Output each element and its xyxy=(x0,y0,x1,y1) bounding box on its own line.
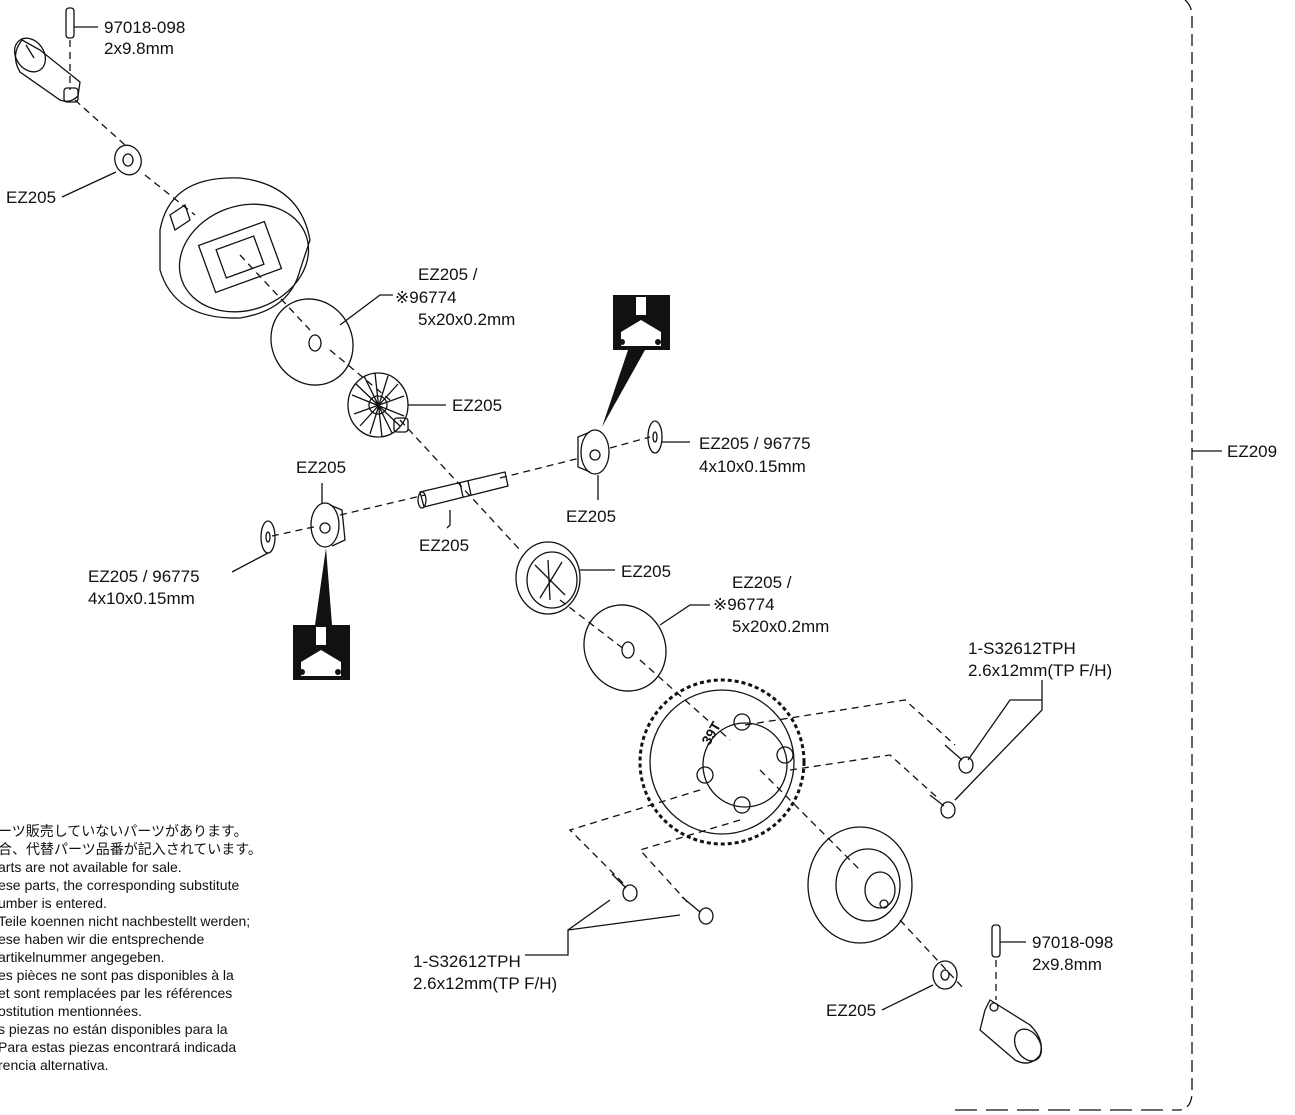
label-washer-left-part: EZ205 / 96775 xyxy=(88,567,200,586)
label-assembly: EZ209 xyxy=(1227,442,1278,461)
label-screw-right-part: 1-S32612TPH xyxy=(968,639,1076,658)
label-washer-top: EZ205 xyxy=(6,188,57,207)
label-shim-bottom-part: EZ205 / xyxy=(732,573,792,592)
label-pin-bottom: 97018-098 xyxy=(1032,933,1114,952)
ring-gear-teeth-label: 39T xyxy=(698,718,724,747)
note-line: artikelnummer angegeben. xyxy=(0,949,165,965)
label-washer-bottom: EZ205 xyxy=(826,1001,877,1020)
label-washer-right-size: 4x10x0.15mm xyxy=(699,457,806,476)
bevel-gear-top xyxy=(347,372,409,438)
label-bevel-gear-bottom: EZ205 xyxy=(621,562,672,581)
label-bevel-gear-top: EZ205 xyxy=(452,396,503,415)
label-screw-right-size: 2.6x12mm(TP F/H) xyxy=(968,661,1113,680)
screw-left-lower xyxy=(681,896,714,925)
washer-bottom xyxy=(932,960,958,990)
label-shim-top-size: 5x20x0.2mm xyxy=(418,310,516,329)
note-line: Teile koennen nicht nachbestellt werden; xyxy=(0,913,251,929)
screw-left-upper xyxy=(611,873,638,902)
note-line: arts are not available for sale. xyxy=(0,859,182,875)
label-pinion-left: EZ205 xyxy=(296,458,347,477)
pinion-gear-right xyxy=(577,429,610,475)
note-line: ostitution mentionnées. xyxy=(0,1003,142,1019)
pin-bottom xyxy=(991,924,1001,958)
cross-pin xyxy=(417,471,509,509)
note-line: 合、代替パーツ品番が記入されています。 xyxy=(0,841,262,857)
label-pin-top: 97018-098 xyxy=(104,18,186,37)
label-shim-bottom-alt: ※96774 xyxy=(713,595,775,614)
note-line: ese haben wir die entsprechende xyxy=(0,931,205,947)
leader-lines xyxy=(61,26,1043,1011)
label-washer-right-part: EZ205 / 96775 xyxy=(699,434,811,453)
output-cup-top xyxy=(13,37,81,103)
diff-case xyxy=(159,177,311,319)
assembly-bracket xyxy=(1179,0,1193,1111)
note-line: rencia alternativa. xyxy=(0,1057,109,1073)
washer-right xyxy=(647,420,663,454)
label-pin-top-size: 2x9.8mm xyxy=(104,39,174,58)
tool-pointer-right xyxy=(602,350,645,427)
note-line: umber is entered. xyxy=(0,895,107,911)
tool-pointer-left xyxy=(315,548,332,625)
assembly-tool-icon xyxy=(613,295,670,350)
pin-top xyxy=(65,7,75,39)
label-washer-left-size: 4x10x0.15mm xyxy=(88,589,195,608)
note-line: et sont remplacées par les références xyxy=(0,985,233,1001)
screw-right-upper xyxy=(944,744,974,774)
assembly-tool-icon xyxy=(293,625,350,680)
label-pin-bottom-size: 2x9.8mm xyxy=(1032,955,1102,974)
label-shim-top-alt: ※96774 xyxy=(395,288,457,307)
label-cross-pin: EZ205 xyxy=(419,536,470,555)
availability-note: ーツ販売していないパーツがあります。 合、代替パーツ品番が記入されています。 a… xyxy=(0,822,262,1074)
label-screw-left-part: 1-S32612TPH xyxy=(413,952,521,971)
label-screw-left-size: 2.6x12mm(TP F/H) xyxy=(413,974,558,993)
label-shim-top-part: EZ205 / xyxy=(418,265,478,284)
note-line: s piezas no están disponibles para la xyxy=(0,1021,228,1037)
label-shim-bottom-size: 5x20x0.2mm xyxy=(732,617,830,636)
washer-top xyxy=(114,144,142,176)
note-line: es pièces ne sont pas disponibles à la xyxy=(0,967,234,983)
label-pinion-right: EZ205 xyxy=(566,507,617,526)
screw-right-lower xyxy=(929,794,956,819)
ring-gear: 39T xyxy=(638,678,806,846)
bevel-gear-bottom xyxy=(515,541,581,615)
output-cup-bottom xyxy=(979,999,1043,1064)
note-line: Para estas piezas encontrará indicada xyxy=(0,1039,237,1055)
note-line: ーツ販売していないパーツがあります。 xyxy=(0,823,248,839)
pinion-gear-left xyxy=(310,502,346,548)
shim-top xyxy=(270,298,354,386)
diff-cover xyxy=(807,826,913,944)
note-line: ese parts, the corresponding substitute xyxy=(0,877,240,893)
shim-bottom xyxy=(583,604,667,692)
washer-left xyxy=(260,520,276,554)
